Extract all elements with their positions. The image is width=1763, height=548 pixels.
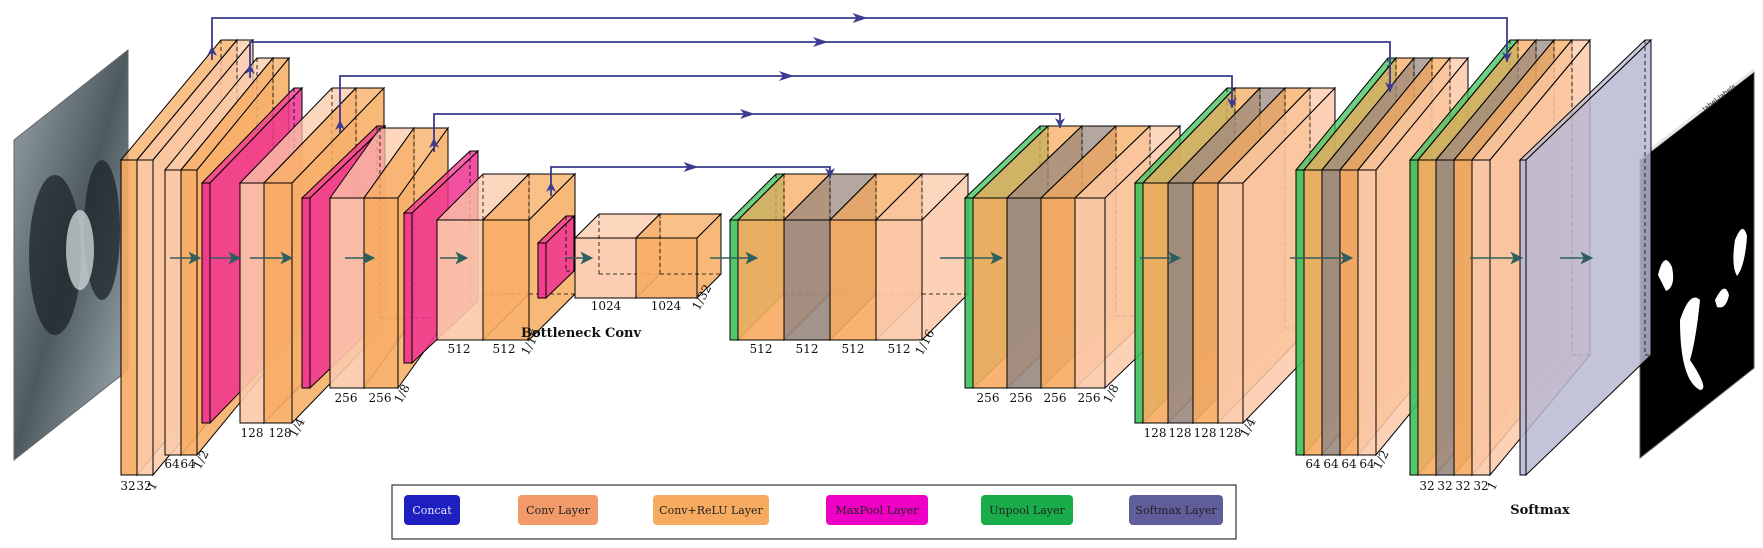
skip-connection-5 bbox=[546, 162, 835, 196]
legend: Concat Conv Layer Conv+ReLU Layer MaxPool L… bbox=[391, 484, 1237, 540]
input-ct-image bbox=[13, 48, 129, 462]
skip-connection-4 bbox=[429, 109, 1065, 152]
dec5-channel-label-3: 32 bbox=[1455, 479, 1470, 493]
legend-swatch bbox=[826, 495, 928, 525]
legend-swatch bbox=[981, 495, 1073, 525]
enc2-channel-label-1: 64 bbox=[164, 457, 180, 471]
dec1-channel-label-3: 512 bbox=[842, 342, 865, 356]
dec2-channel-label-2: 256 bbox=[1010, 391, 1033, 405]
skip-connection-2 bbox=[245, 37, 1395, 92]
dec1-conv-c bbox=[874, 172, 970, 342]
skip-connection-3 bbox=[335, 71, 1237, 134]
legend-item: Softmax Layer bbox=[1129, 495, 1223, 525]
legend-label: Conv+ReLU Layer bbox=[659, 504, 763, 517]
dec2-channel-label-4: 256 bbox=[1078, 391, 1101, 405]
legend-swatch bbox=[653, 495, 769, 525]
enc3-channel-label-1: 128 bbox=[241, 426, 264, 440]
dec5-channel-label-4: 32 bbox=[1473, 479, 1488, 493]
output-segmentation-mask: label-labels bbox=[1639, 68, 1755, 460]
dec3-channel-label-2: 128 bbox=[1169, 426, 1192, 440]
bottleneck-title: Bottleneck Conv bbox=[521, 326, 642, 341]
dec2-channel-label-3: 256 bbox=[1044, 391, 1067, 405]
skip-connections bbox=[207, 13, 1512, 196]
bottleneck-conv-b bbox=[634, 212, 723, 300]
dec3-channel-label-4: 128 bbox=[1219, 426, 1242, 440]
legend-swatch bbox=[518, 495, 598, 525]
dec4-channel-label-3: 64 bbox=[1341, 457, 1357, 471]
enc4-channel-label-2: 256 bbox=[369, 391, 392, 405]
legend-label: Conv Layer bbox=[526, 504, 590, 517]
dec2-channel-label-1: 256 bbox=[977, 391, 1000, 405]
legend-frame bbox=[391, 484, 1237, 540]
enc1-channel-label-2: 32 bbox=[136, 479, 151, 493]
dec5-channel-label-1: 32 bbox=[1419, 479, 1434, 493]
dec4-channel-label-2: 64 bbox=[1323, 457, 1339, 471]
enc4-channel-label-1: 256 bbox=[335, 391, 358, 405]
softmax-title: Softmax bbox=[1510, 503, 1570, 518]
legend-item: MaxPool Layer bbox=[826, 495, 928, 525]
dec4-channel-label-4: 64 bbox=[1359, 457, 1375, 471]
dec3-channel-label-3: 128 bbox=[1194, 426, 1217, 440]
legend-item: Concat bbox=[404, 495, 460, 525]
enc5-channel-label-2: 512 bbox=[493, 342, 516, 356]
legend-item: Unpool Layer bbox=[981, 495, 1073, 525]
legend-swatch bbox=[404, 495, 460, 525]
enc1-channel-label-1: 32 bbox=[120, 479, 135, 493]
dec1-channel-label-2: 512 bbox=[796, 342, 819, 356]
layer-blocks bbox=[119, 38, 1653, 477]
dec3-channel-label-1: 128 bbox=[1144, 426, 1167, 440]
legend-label: Concat bbox=[412, 504, 452, 517]
legend-label: Unpool Layer bbox=[989, 504, 1065, 517]
legend-swatch bbox=[1129, 495, 1223, 525]
enc5-channel-label-1: 512 bbox=[448, 342, 471, 356]
dec5-channel-label-2: 32 bbox=[1437, 479, 1452, 493]
legend-label: Softmax Layer bbox=[1135, 504, 1217, 517]
bottleneck-channel-label-2: 1024 bbox=[651, 299, 682, 313]
skip-connection-1 bbox=[207, 13, 1512, 62]
enc2-channel-label-2: 64 bbox=[180, 457, 196, 471]
dec1-channel-label-1: 512 bbox=[750, 342, 773, 356]
dec1-channel-label-4: 512 bbox=[888, 342, 911, 356]
bottleneck-channel-label-1: 1024 bbox=[591, 299, 622, 313]
dec4-channel-label-1: 64 bbox=[1305, 457, 1321, 471]
legend-item: Conv+ReLU Layer bbox=[653, 495, 769, 525]
enc3-channel-label-2: 128 bbox=[269, 426, 292, 440]
enc5-maxpool bbox=[536, 214, 576, 300]
legend-item: Conv Layer bbox=[518, 495, 598, 525]
legend-label: MaxPool Layer bbox=[835, 504, 919, 517]
